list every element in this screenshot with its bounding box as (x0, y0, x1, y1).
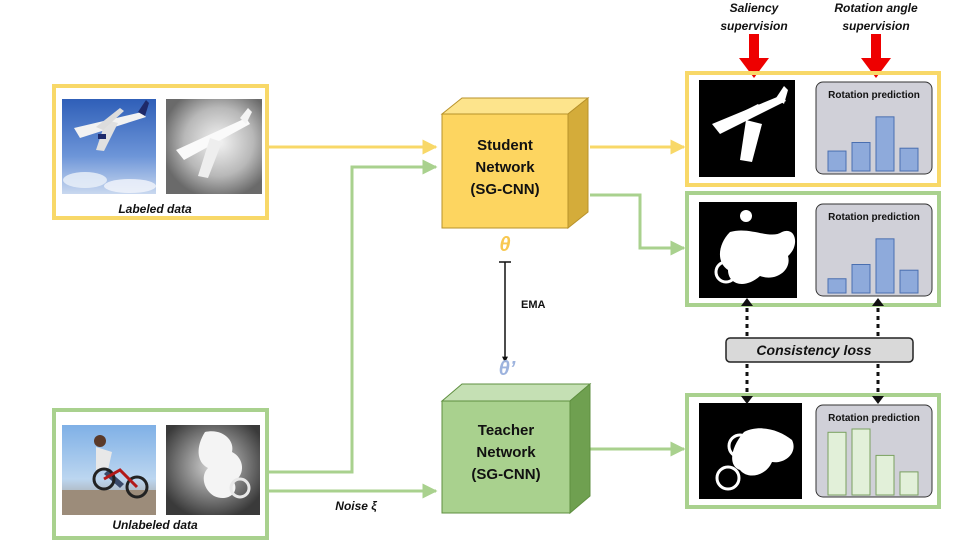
student-top-face (440, 97, 590, 115)
saliency-supervision-line2: supervision (720, 19, 787, 33)
rotation-bar (899, 471, 919, 496)
unlabeled-to-student-arrow (267, 159, 438, 474)
labeled-data-frame (52, 84, 269, 220)
consistency-loss-box: Consistency loss (725, 337, 914, 363)
student-side-face (567, 96, 589, 230)
teacher-output-frame (685, 393, 941, 509)
labeled-data-group: Labeled data (52, 84, 269, 220)
teacher-top-face (440, 383, 592, 402)
rotation-bar (827, 431, 847, 496)
airplane-saliency-mask-icon (699, 80, 795, 177)
teacher-output-panel: Rotation prediction (685, 393, 941, 509)
airplane-depth-map-icon (166, 99, 262, 194)
student-unlabeled-output-panel: Rotation prediction (685, 191, 941, 307)
labeled-output-panel: Rotation prediction (685, 71, 941, 187)
student-line1: Student (477, 137, 533, 154)
rotation-bar (899, 269, 919, 294)
connection-lines (267, 139, 686, 499)
rotation-bar (851, 428, 871, 496)
student-network-block: Student Network (SG-CNN) (440, 96, 590, 230)
rotation-prediction-panel-3: Rotation prediction (815, 404, 933, 498)
rotation-bar (851, 264, 871, 294)
consistency-loss-label: Consistency loss (756, 342, 871, 358)
ema-label: EMA (521, 299, 546, 311)
bmx-teacher-saliency-mask-icon (699, 403, 802, 499)
student-to-unlabeled-output-arrow (590, 193, 686, 256)
teacher-front-face (441, 400, 571, 514)
teacher-side-face (569, 382, 591, 515)
labeled-data-label: Labeled data (118, 202, 192, 216)
unlabeled-data-group: Unlabeled data (52, 408, 269, 540)
bmx-saliency-mask-icon (699, 202, 797, 298)
unlabeled-data-frame (52, 408, 269, 540)
bmx-photo-icon (62, 425, 156, 515)
rotation-prediction-label-1: Rotation prediction (828, 90, 920, 101)
teacher-line3: (SG-CNN) (471, 466, 540, 483)
unlabeled-data-label: Unlabeled data (112, 518, 198, 532)
rotation-prediction-panel-2: Rotation prediction (815, 203, 933, 297)
rotation-prediction-label-2: Rotation prediction (828, 212, 920, 223)
rotation-bars-2 (827, 238, 919, 294)
student-line2: Network (475, 159, 535, 176)
rotation-bar (827, 278, 847, 294)
teacher-network-block: Teacher Network (SG-CNN) (440, 382, 592, 515)
rotation-bar (875, 454, 895, 496)
airplane-photo-icon (62, 99, 156, 194)
rotation-prediction-label-3: Rotation prediction (828, 413, 920, 424)
rotation-bar (899, 147, 919, 172)
theta-prime-symbol: θ’ (499, 358, 516, 380)
teacher-line2: Network (476, 444, 536, 461)
rotation-bar (851, 142, 871, 172)
rotation-supervision-line2: supervision (842, 19, 909, 33)
theta-symbol: θ (499, 234, 510, 256)
rotation-prediction-panel-1: Rotation prediction (815, 81, 933, 175)
student-front-face (441, 113, 569, 229)
labeled-output-frame (685, 71, 941, 187)
rotation-bars-1 (827, 116, 919, 172)
rotation-bar (827, 150, 847, 172)
teacher-line1: Teacher (478, 422, 535, 439)
rotation-bar (875, 116, 895, 172)
saliency-supervision-arrow (739, 34, 769, 78)
saliency-supervision-line1: Saliency (730, 1, 780, 15)
rotation-supervision-line1: Rotation angle (834, 1, 918, 15)
bmx-depth-map-icon (166, 425, 260, 515)
student-unlabeled-output-frame (685, 191, 941, 307)
student-line3: (SG-CNN) (470, 181, 539, 198)
ema-arrow (499, 261, 511, 363)
rotation-bar (875, 238, 895, 294)
noise-label: Noise ξ (335, 499, 377, 513)
rotation-bars-3 (827, 428, 919, 496)
rotation-supervision-arrow (861, 34, 891, 78)
